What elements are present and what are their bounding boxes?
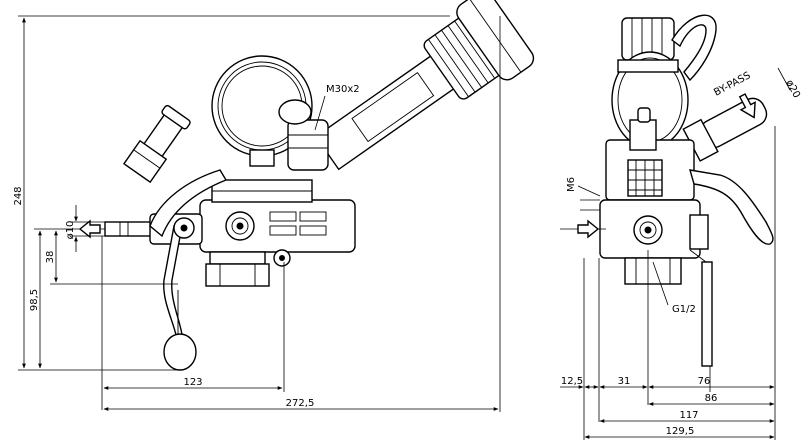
dim-lower-height: 98,5 — [29, 228, 105, 369]
dim-width-inner: 123 — [101, 236, 285, 410]
bypass-label: BY-PASS — [712, 70, 752, 98]
dim-d5-label: 117 — [679, 410, 698, 421]
regulator-assembly — [314, 0, 535, 171]
dim-inlet-diameter-label: ø10 — [65, 221, 76, 240]
dim-outlet-thread: G1/2 — [652, 261, 696, 315]
outlet-nut — [205, 251, 270, 287]
side-lever — [689, 169, 774, 367]
dim-d6-label: 129,5 — [666, 426, 695, 437]
dim-pressure-thread: M30x2 — [314, 84, 360, 131]
dim-width-overall: 272,5 — [103, 16, 501, 412]
hose-barb-top — [122, 105, 191, 184]
dim-lower-height-label: 98,5 — [29, 289, 40, 311]
dim-d1-label: 12,5 — [561, 376, 583, 387]
dim-mount-thread: M6 — [566, 177, 601, 211]
bypass-diameter-label: ø20 — [783, 78, 802, 100]
dim-inlet-diameter: ø10 — [65, 205, 105, 252]
gauge-connector — [278, 99, 329, 171]
dim-pressure-thread-label: M30x2 — [326, 84, 360, 95]
dim-overall-height: 248 — [13, 15, 450, 371]
front-view: 248 98,5 38 ø10 M30x2 — [13, 0, 535, 412]
side-view: BY-PASS ø20 — [560, 14, 802, 440]
pressure-gauge — [211, 55, 313, 167]
dim-d3-label: 76 — [698, 376, 711, 387]
dim-overall-height-label: 248 — [13, 186, 24, 205]
dim-d2-label: 31 — [618, 376, 631, 387]
bypass-nozzle — [682, 93, 768, 162]
inlet-arrow — [560, 219, 606, 239]
dim-inlet-height-label: 38 — [45, 251, 56, 264]
dim-inlet-height: 38 — [45, 230, 178, 285]
dim-width-overall-label: 272,5 — [286, 398, 315, 409]
dim-width-inner-label: 123 — [183, 377, 202, 388]
outlet-thread-label: G1/2 — [672, 304, 696, 315]
side-body — [599, 107, 709, 285]
drain-lever — [149, 169, 228, 371]
dim-bypass-diameter: ø20 — [777, 67, 802, 100]
valve-body — [199, 179, 356, 267]
mount-thread-label: M6 — [566, 177, 577, 192]
dim-d4-label: 86 — [705, 393, 718, 404]
side-dimensions: 12,5 31 76 86 117 129,5 — [560, 126, 776, 440]
